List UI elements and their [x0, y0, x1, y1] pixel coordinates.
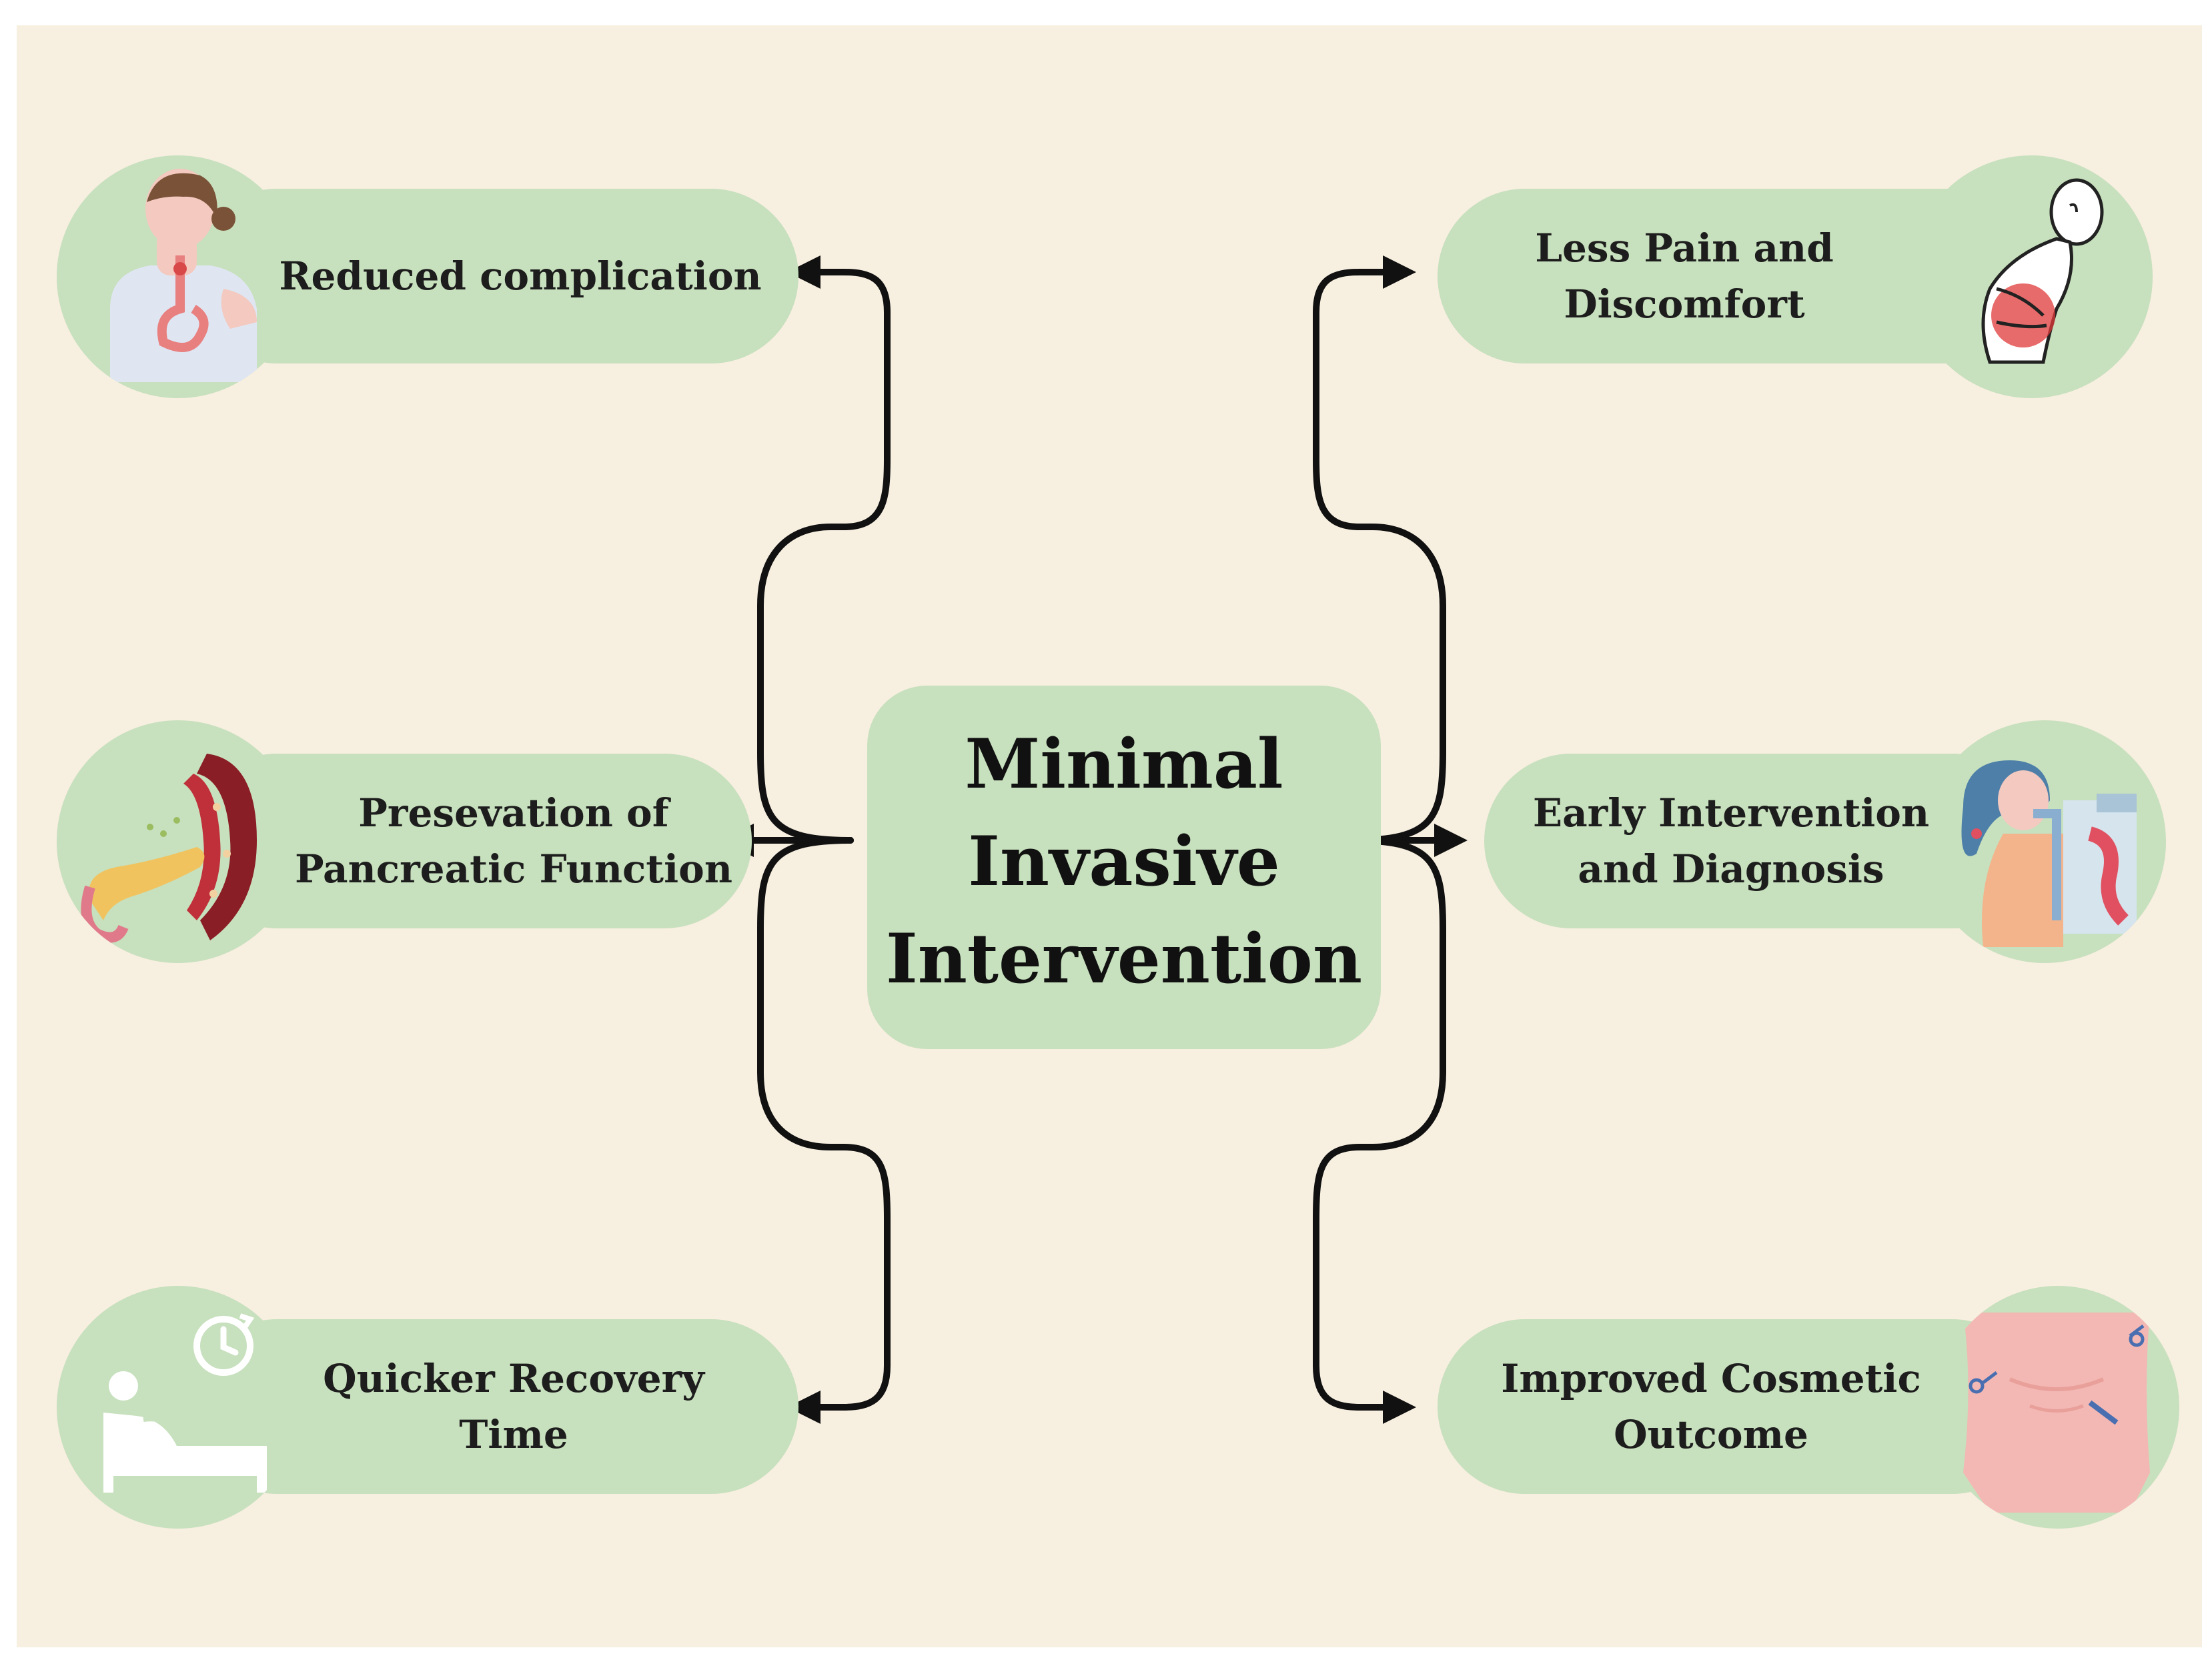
connector-left-top: [757, 255, 891, 844]
connector-left-bottom: [757, 837, 891, 1424]
benefit-early-intervention-icon-circle: [1923, 720, 2166, 963]
benefit-quicker-recovery-label: Quicker Recovery Time: [323, 1355, 704, 1457]
benefit-cosmetic-label: Improved Cosmetic Outcome: [1501, 1355, 1921, 1457]
benefit-reduced-complication-icon-circle: [57, 155, 300, 398]
bed-rest-icon: [103, 1313, 267, 1493]
pancreas-icon: [81, 754, 257, 943]
benefit-less-pain-label: Less Pain and Discomfort: [1535, 225, 1834, 327]
center-node: [867, 686, 1381, 1049]
center-title-line1: Minimal: [965, 724, 1283, 804]
abdominal-pain-icon: [1981, 178, 2104, 364]
center-title: Minimal Invasive Intervention: [867, 716, 1381, 1008]
center-title-line2: Invasive: [968, 822, 1280, 902]
benefit-preservation-icon-circle: [57, 720, 300, 963]
benefit-reduced-complication-label: Reduced complication: [279, 253, 762, 299]
patient-stomach-icon: [110, 169, 257, 382]
center-title-line3: Intervention: [886, 919, 1362, 999]
diagram-canvas: Minimal Invasive Intervention Reduced co…: [17, 25, 2202, 1647]
benefit-preservation-label: Presevation of Pancreatic Function: [295, 790, 732, 892]
endoscopy-icon: [1961, 760, 2137, 947]
benefit-early-intervention-label: Early Intervention and Diagnosis: [1532, 790, 1930, 892]
connector-right-bottom: [1313, 837, 1446, 1424]
abdomen-scar-icon: [1963, 1313, 2150, 1513]
benefit-cosmetic-icon-circle: [1937, 1286, 2179, 1529]
connector-right-top: [1313, 255, 1446, 844]
benefit-quicker-recovery-icon-circle: [57, 1286, 300, 1529]
benefit-less-pain-icon-circle: [1910, 155, 2153, 398]
